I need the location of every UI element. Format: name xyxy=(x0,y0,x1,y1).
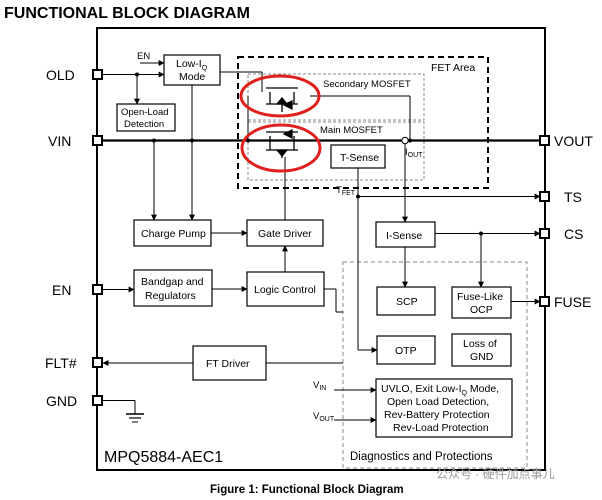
pin-old: OLD xyxy=(46,67,103,83)
diagnostics-label: Diagnostics and Protections xyxy=(350,451,493,463)
svg-text:Fuse-Like: Fuse-Like xyxy=(457,291,503,303)
chip-outline xyxy=(96,27,546,471)
svg-text:Regulators: Regulators xyxy=(145,290,196,302)
svg-text:Loss of: Loss of xyxy=(463,338,497,350)
ft-driver-block: FT Driver xyxy=(192,345,267,381)
svg-text:Logic Control: Logic Control xyxy=(254,284,316,296)
svg-text:Open Load Detection,: Open Load Detection, xyxy=(387,396,489,408)
highlight-main-mosfet xyxy=(240,123,322,173)
scp-block: SCP xyxy=(376,286,436,316)
svg-text:Detection: Detection xyxy=(124,119,164,130)
vout-input-label: VOUT xyxy=(313,411,335,423)
low-iq-mode-block: Low-IQ Mode xyxy=(163,54,221,86)
fuse-like-ocp-block: Fuse-Like OCP xyxy=(451,286,512,319)
otp-block: OTP xyxy=(376,335,436,365)
svg-text:I-Sense: I-Sense xyxy=(386,230,422,242)
pin-cs-label: CS xyxy=(564,226,583,242)
pin-fuse: FUSE xyxy=(539,294,591,310)
svg-text:FT Driver: FT Driver xyxy=(206,358,250,370)
svg-text:UVLO, Exit Low-IQ Mode,: UVLO, Exit Low-IQ Mode, xyxy=(381,383,499,397)
main-mosfet-symbol xyxy=(266,128,298,158)
pin-en: EN xyxy=(52,282,103,298)
iout-label: IOUT xyxy=(405,147,423,159)
i-sense-block: I-Sense xyxy=(375,221,436,248)
bandgap-regulators-block: Bandgap and Regulators xyxy=(133,269,213,307)
open-load-detection-block: Open-Load Detection xyxy=(116,103,176,132)
svg-text:Gate Driver: Gate Driver xyxy=(258,228,312,240)
watermark-text: 公众号 · 硬件加点事儿 xyxy=(436,467,555,481)
svg-text:Open-Load: Open-Load xyxy=(121,107,169,118)
vin-input-label: VIN xyxy=(313,380,326,392)
svg-text:Bandgap and: Bandgap and xyxy=(141,276,204,288)
pin-vin: VIN xyxy=(48,133,103,149)
pin-ts-label: TS xyxy=(564,189,582,205)
pin-old-label: OLD xyxy=(46,67,75,83)
diagram-title: FUNCTIONAL BLOCK DIAGRAM xyxy=(4,5,250,22)
pin-ts: TS xyxy=(539,189,582,205)
pin-flt-label: FLT# xyxy=(45,355,77,371)
main-mosfet-label: Main MOSFET xyxy=(320,125,383,136)
pin-fuse-label: FUSE xyxy=(554,294,591,310)
svg-text:SCP: SCP xyxy=(396,296,418,308)
en-small-label: EN xyxy=(137,51,150,62)
pin-gnd: GND xyxy=(46,393,103,409)
part-number: MPQ5884-AEC1 xyxy=(104,449,223,466)
highlight-secondary-mosfet xyxy=(239,74,321,118)
pin-vout: VOUT xyxy=(539,133,593,149)
fet-area-box xyxy=(237,56,489,189)
tfet-label: TFET xyxy=(336,185,356,197)
pin-gnd-label: GND xyxy=(46,393,77,409)
diagnostics-box xyxy=(342,261,528,469)
svg-text:Rev-Battery Protection: Rev-Battery Protection xyxy=(384,409,490,421)
secondary-mosfet-label: Secondary MOSFET xyxy=(323,79,411,90)
uvlo-protection-block: UVLO, Exit Low-IQ Mode, Open Load Detect… xyxy=(375,378,513,438)
svg-text:OCP: OCP xyxy=(470,304,493,316)
svg-text:Charge Pump: Charge Pump xyxy=(141,228,206,240)
svg-text:Mode: Mode xyxy=(179,71,205,83)
logic-control-block: Logic Control xyxy=(246,271,325,307)
charge-pump-block: Charge Pump xyxy=(133,219,212,247)
junction-dots xyxy=(135,72,483,236)
figure-caption: Figure 1: Functional Block Diagram xyxy=(210,484,404,496)
pin-cs: CS xyxy=(539,226,583,242)
pin-vout-label: VOUT xyxy=(554,133,593,149)
gate-driver-block: Gate Driver xyxy=(246,219,324,247)
pin-flt: FLT# xyxy=(45,355,103,371)
pin-en-label: EN xyxy=(52,282,71,298)
t-sense-block: T-Sense xyxy=(330,144,386,169)
secondary-mosfet-symbol xyxy=(266,87,298,112)
main-mosfet-box xyxy=(247,121,425,181)
loss-of-gnd-block: Loss of GND xyxy=(451,333,512,367)
svg-text:OTP: OTP xyxy=(395,345,417,357)
fet-area-label: FET Area xyxy=(431,62,475,74)
svg-text:Low-IQ: Low-IQ xyxy=(176,58,208,72)
pin-vin-label: VIN xyxy=(48,133,71,149)
svg-text:T-Sense: T-Sense xyxy=(340,152,379,164)
svg-text:GND: GND xyxy=(470,351,494,363)
iout-sense-point xyxy=(401,136,409,145)
svg-text:Rev-Load Protection: Rev-Load Protection xyxy=(393,422,489,434)
